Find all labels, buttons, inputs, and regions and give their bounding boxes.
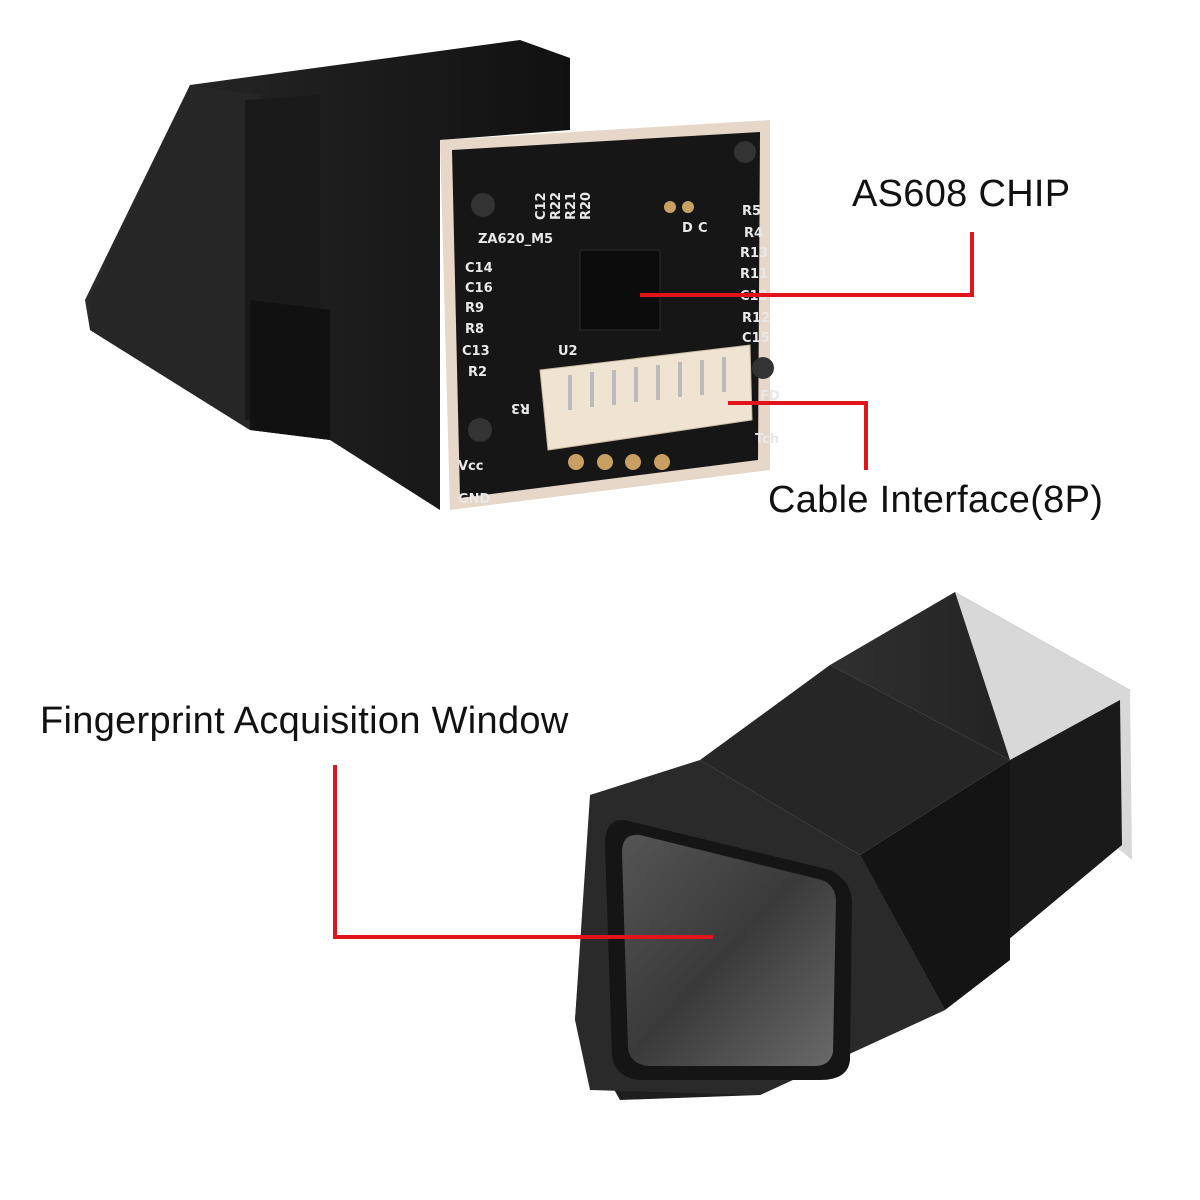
svg-text:C12: C12: [534, 192, 549, 220]
fingerprint-window: [622, 834, 836, 1066]
svg-text:R11: R11: [740, 267, 768, 282]
cable-connector: [539, 344, 753, 451]
svg-text:Vcc: Vcc: [458, 459, 483, 474]
svg-text:R4: R4: [744, 226, 763, 241]
svg-text:GND: GND: [458, 492, 491, 507]
svg-text:Tch: Tch: [755, 432, 779, 447]
svg-text:R13: R13: [740, 246, 768, 261]
callout-lines: [333, 232, 974, 939]
svg-text:U2: U2: [558, 344, 578, 359]
svg-text:R8: R8: [465, 322, 484, 337]
svg-text:C14: C14: [465, 261, 493, 276]
svg-text:R9: R9: [465, 301, 484, 316]
chip-callout-label: AS608 CHIP: [852, 173, 1071, 215]
cable-callout-label: Cable Interface(8P): [768, 479, 1104, 521]
sensor-module-back-view: ZA620_M5 C14 C16 R9 R8 C13 R2 R5 R4 R13 …: [85, 40, 780, 510]
svg-text:R21: R21: [564, 192, 579, 220]
svg-text:R20: R20: [579, 192, 594, 220]
as608-chip: [579, 249, 661, 331]
svg-text:R22: R22: [549, 192, 564, 220]
window-callout-line: [333, 765, 713, 939]
svg-text:C13: C13: [462, 344, 490, 359]
svg-text:C16: C16: [465, 281, 493, 296]
window-callout-label: Fingerprint Acquisition Window: [40, 700, 569, 742]
svg-text:FD: FD: [760, 389, 780, 404]
chip-callout-line: [640, 232, 974, 297]
svg-text:R2: R2: [468, 365, 487, 380]
svg-text:ZA620_M5: ZA620_M5: [478, 232, 553, 247]
svg-text:R12: R12: [742, 311, 770, 326]
svg-text:C: C: [698, 221, 708, 236]
cable-callout-line: [728, 401, 868, 470]
svg-text:R3: R3: [511, 400, 530, 415]
svg-text:D: D: [682, 221, 693, 236]
sensor-module-front-view: [575, 592, 1132, 1100]
svg-text:R5: R5: [742, 204, 761, 219]
svg-text:C15: C15: [742, 331, 770, 346]
